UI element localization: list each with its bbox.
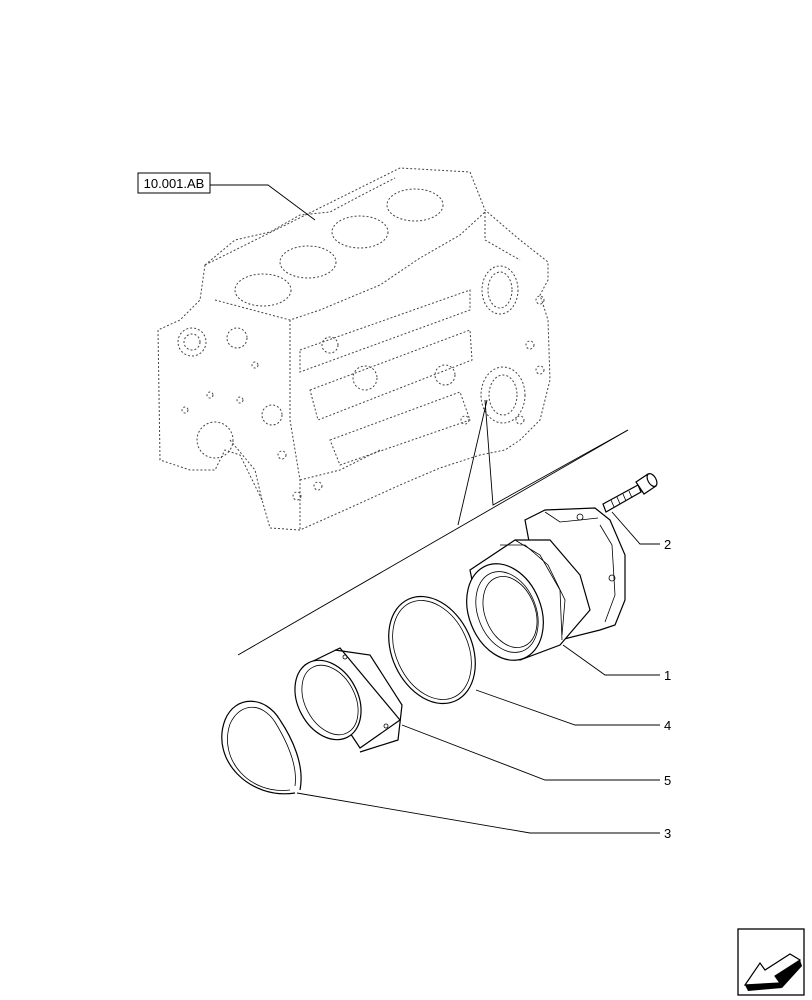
callout-1: 1 [664, 668, 671, 683]
callout-5: 5 [664, 773, 671, 788]
housing-part-1 [466, 507, 626, 661]
next-page-arrow-icon[interactable] [737, 928, 805, 996]
reference-box-label: 10.001.AB [144, 176, 205, 191]
callout-3: 3 [664, 826, 671, 841]
o-ring-part-4 [388, 595, 476, 705]
assembly-axis-lines [237, 399, 629, 656]
callout-2: 2 [664, 537, 671, 552]
engine-block-outline [157, 167, 551, 531]
callout-leaders [296, 511, 660, 834]
callout-4: 4 [664, 718, 671, 733]
snap-ring-part-3 [221, 700, 302, 795]
bolt-part-2 [602, 473, 658, 513]
reference-box[interactable]: 10.001.AB [137, 172, 211, 194]
sleeve-part-5 [294, 647, 403, 753]
reference-leader-line [210, 184, 316, 221]
